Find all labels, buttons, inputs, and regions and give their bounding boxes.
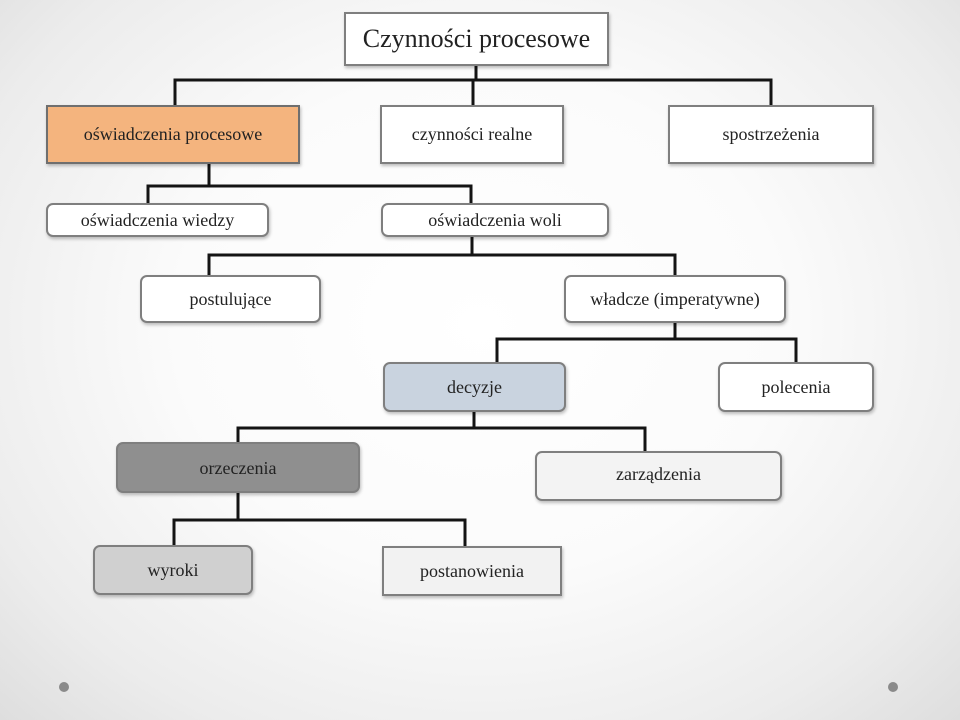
connector-oswiadczenia-procesowe-children	[146, 162, 473, 205]
node-czynnosci-procesowe: Czynności procesowe	[344, 12, 609, 66]
node-orzeczenia: orzeczenia	[116, 442, 360, 493]
node-postulujace: postulujące	[140, 275, 321, 323]
decorative-dot-left	[59, 682, 69, 692]
connector-wladcze-children	[495, 321, 798, 364]
decorative-dot-right	[888, 682, 898, 692]
node-postanowienia: postanowienia	[382, 546, 562, 596]
node-oswiadczenia-woli: oświadczenia woli	[381, 203, 609, 237]
node-spostrzezenia: spostrzeżenia	[668, 105, 874, 164]
node-decyzje: decyzje	[383, 362, 566, 412]
connector-oswiadczenia-woli-children	[207, 235, 677, 277]
node-czynnosci-realne: czynności realne	[380, 105, 564, 164]
node-zarzadzenia: zarządzenia	[535, 451, 782, 501]
connector-orzeczenia-children	[172, 491, 467, 548]
node-wladcze-imperatywne: władcze (imperatywne)	[564, 275, 786, 323]
connector-decyzje-children	[236, 410, 647, 453]
node-oswiadczenia-procesowe: oświadczenia procesowe	[46, 105, 300, 164]
node-oswiadczenia-wiedzy: oświadczenia wiedzy	[46, 203, 269, 237]
connector-root-children	[173, 64, 773, 107]
node-wyroki: wyroki	[93, 545, 253, 595]
node-polecenia: polecenia	[718, 362, 874, 412]
